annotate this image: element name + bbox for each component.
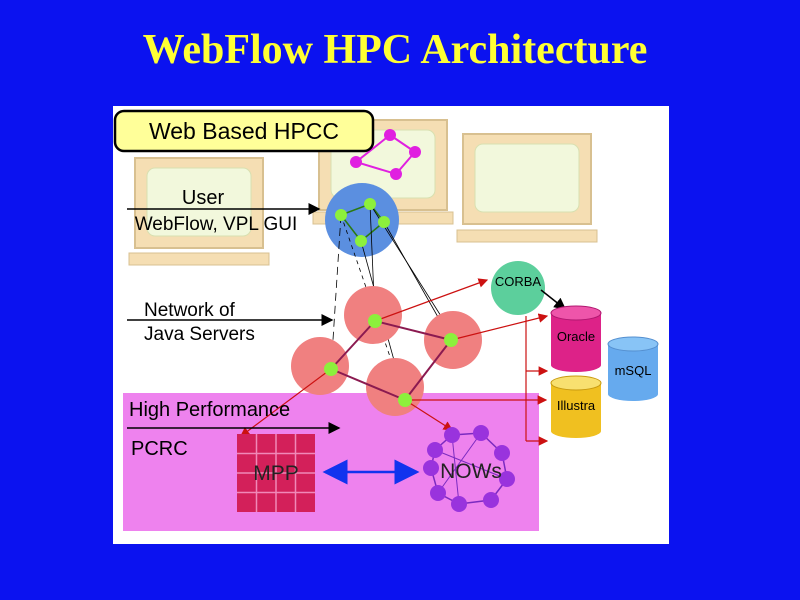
msql-label: mSQL bbox=[615, 363, 652, 378]
oracle-db bbox=[550, 305, 602, 372]
nows-label: NOWs bbox=[440, 460, 502, 483]
corba-node bbox=[491, 261, 545, 315]
page-title: WebFlow HPC Architecture bbox=[142, 27, 648, 73]
mpp-label: MPP bbox=[253, 462, 299, 485]
monitor-left bbox=[128, 157, 270, 266]
illustra-label: Illustra bbox=[557, 398, 596, 413]
magenta-graph bbox=[350, 129, 421, 180]
user-label: User bbox=[182, 187, 225, 209]
green-nodes bbox=[324, 198, 458, 407]
architecture-diagram: CORBA mSQL Oracle Illustra MPP bbox=[113, 109, 659, 531]
network-label-line2: Java Servers bbox=[144, 324, 255, 345]
msql-db bbox=[607, 336, 659, 401]
corba-label: CORBA bbox=[495, 274, 542, 289]
oracle-label: Oracle bbox=[557, 329, 595, 344]
red-arrows bbox=[240, 278, 549, 446]
high-performance-label: High Performance bbox=[129, 399, 290, 421]
user-gui-circle bbox=[325, 183, 399, 257]
web-based-hpcc-label: Web Based HPCC bbox=[149, 118, 339, 144]
mpp-grid bbox=[237, 434, 315, 512]
diagram-panel: CORBA mSQL Oracle Illustra MPP bbox=[113, 106, 669, 544]
pcrc-label: PCRC bbox=[131, 438, 188, 460]
webflow-gui-label: WebFlow, VPL GUI bbox=[135, 214, 298, 235]
server-links bbox=[330, 320, 452, 401]
corba-arrow bbox=[540, 289, 567, 310]
illustra-db bbox=[550, 375, 602, 438]
monitor-right bbox=[456, 133, 598, 243]
nows-cluster bbox=[423, 425, 515, 512]
web-based-hpcc-box bbox=[113, 109, 375, 153]
network-label-line1: Network of bbox=[144, 300, 236, 321]
